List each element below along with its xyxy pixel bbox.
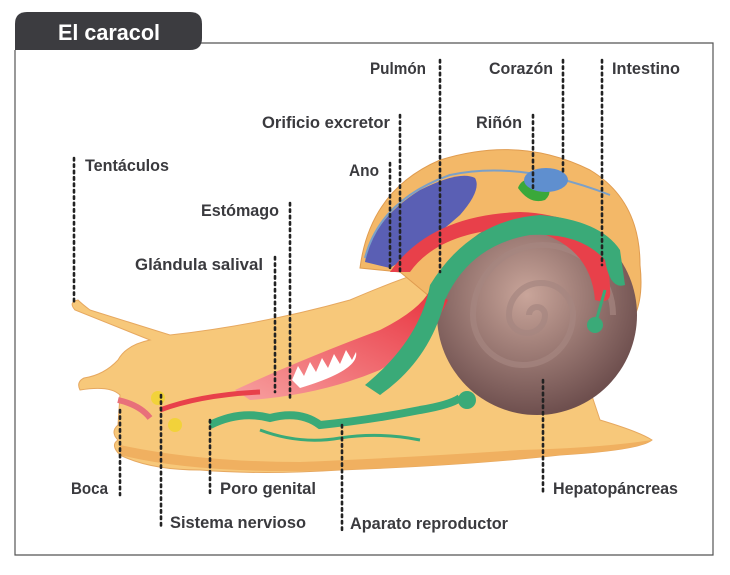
frame-border xyxy=(14,42,714,556)
label-ano: Ano xyxy=(349,161,379,180)
label-glandula-salival: Glándula salival xyxy=(135,255,263,274)
label-corazon: Corazón xyxy=(489,59,553,78)
reproductive-system xyxy=(208,215,625,442)
page-title: El caracol xyxy=(58,20,160,45)
label-pulmon: Pulmón xyxy=(370,59,426,78)
label-aparato-reproductor: Aparato reproductor xyxy=(350,514,508,533)
label-tentaculos: Tentáculos xyxy=(85,156,169,175)
lung xyxy=(365,175,477,268)
label-hepatopancreas: Hepatopáncreas xyxy=(553,479,678,498)
label-orificio-excretor: Orificio excretor xyxy=(262,113,390,132)
label-sistema-nervioso: Sistema nervioso xyxy=(170,513,306,532)
label-boca: Boca xyxy=(71,479,108,498)
label-poro-genital: Poro genital xyxy=(220,479,316,498)
label-intestino: Intestino xyxy=(612,59,680,78)
title-tab: El caracol xyxy=(15,12,202,50)
label-rinon: Riñón xyxy=(476,113,522,132)
heart xyxy=(524,168,568,192)
label-estomago: Estómago xyxy=(201,201,279,220)
leader-lines xyxy=(72,58,604,532)
